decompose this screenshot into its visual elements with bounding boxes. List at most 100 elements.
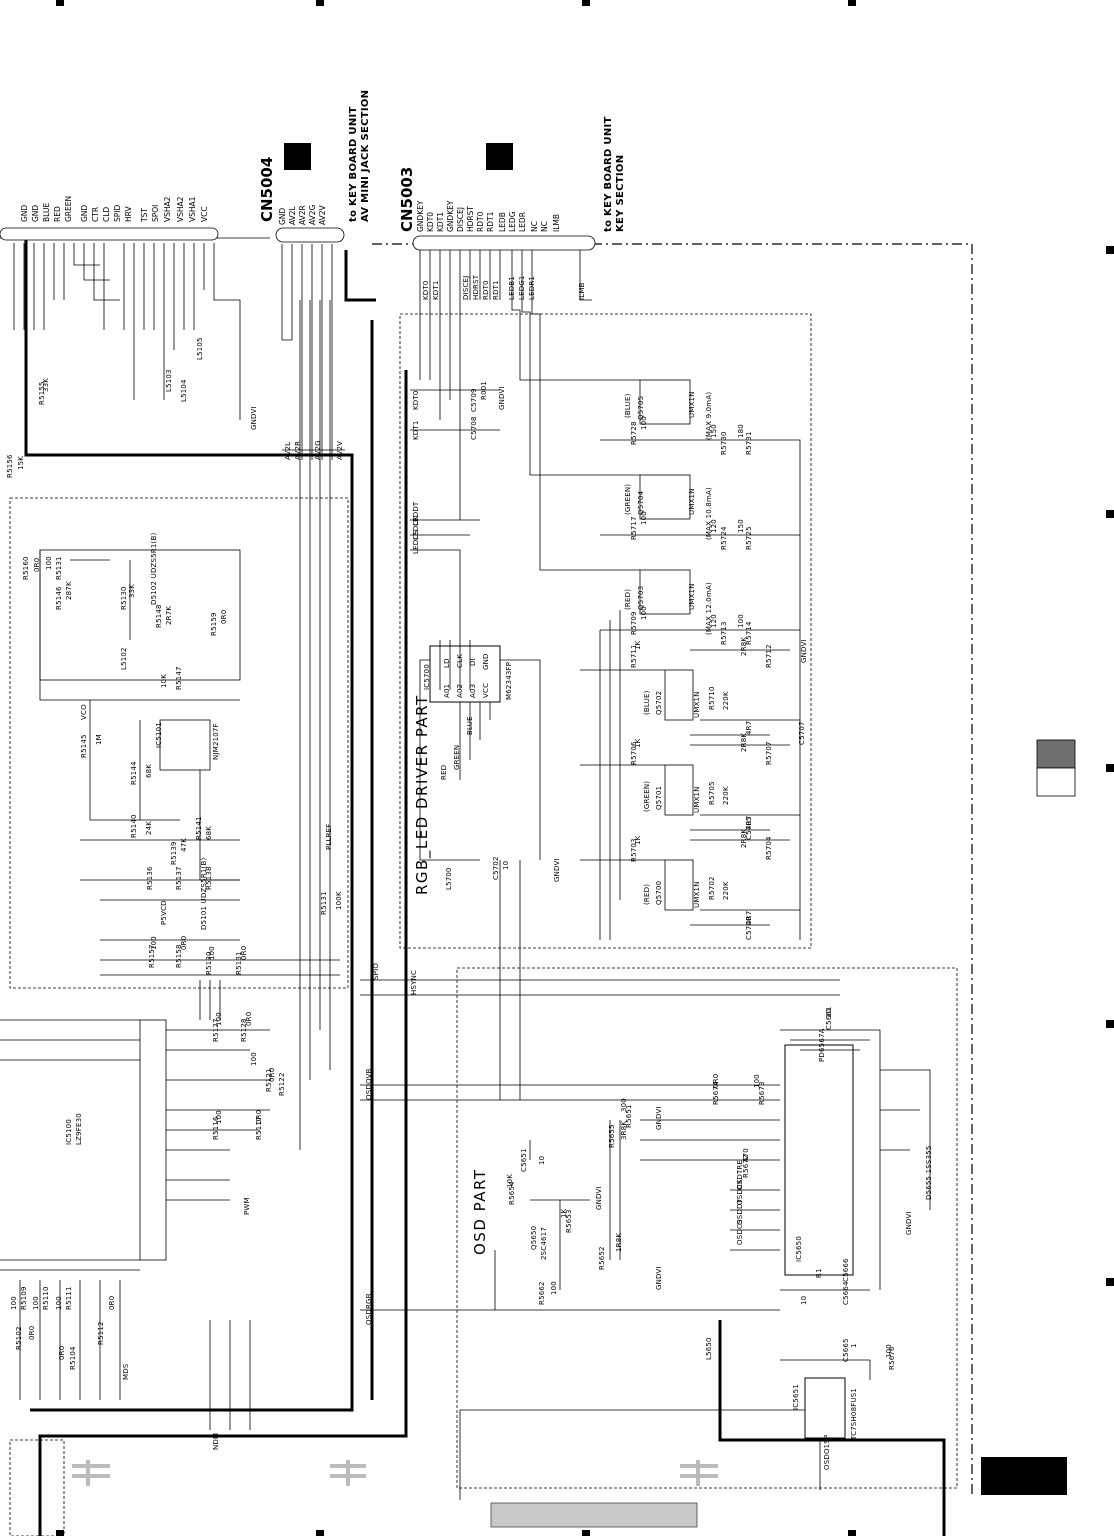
inductor-label: L5102 — [120, 647, 128, 670]
ic5700-pin: CLK — [456, 654, 464, 668]
osd-net-label: OSDO1SP — [823, 1434, 831, 1470]
capacitor-value: 10 — [825, 1008, 833, 1018]
net-label: DISCEJ — [462, 275, 470, 300]
transistor-part: UMX1N — [693, 881, 701, 908]
resistor-ref: R5130 — [120, 586, 128, 610]
resistor-ref: R5112 — [97, 1321, 105, 1345]
ic5100-ref: IC5100 — [65, 1119, 73, 1145]
led-net-label: LEDCS — [412, 529, 420, 554]
resistor-value: 33K — [128, 583, 136, 598]
transistor-ref: Q5702 — [655, 690, 663, 715]
resistor-value: 0R0 — [58, 1345, 66, 1360]
transistor-color: (RED) — [643, 883, 651, 905]
cn5003-pin: LEDR — [518, 212, 527, 232]
cn5004-pin: GND — [278, 207, 287, 225]
rgb-region-border — [399, 313, 812, 949]
transistor-ref: Q5701 — [655, 785, 663, 810]
ic5700-pin: A01 — [443, 683, 451, 698]
bus-line — [24, 238, 354, 1412]
ic5100-part: LZ9FE30 — [75, 1113, 83, 1145]
osd-region-border — [456, 967, 958, 1489]
ic5700-pin: DI — [469, 658, 477, 666]
cn5004-destination-line2: AV MINI JACK SECTION — [360, 89, 371, 222]
resistor-value: 2R8K — [740, 732, 748, 752]
net-label: LEDR1 — [528, 275, 536, 300]
resistor-value: 100K — [335, 891, 343, 910]
resistor-value: 1M — [95, 734, 103, 745]
resistor-value: 100 — [640, 416, 648, 430]
resistor-value: 220K — [722, 691, 730, 710]
resistor-ref: R5662 — [538, 1281, 546, 1305]
resistor-value: 15K — [17, 455, 25, 470]
transistor-part: UMX1N — [688, 488, 696, 515]
top-connector-label: HRV — [124, 206, 133, 222]
ic5101-part: NJM2107F — [212, 723, 220, 760]
ic5650-part: PD6567A — [818, 1028, 826, 1062]
ic5700-pin: A02 — [456, 683, 464, 698]
resistor-value: 220K — [722, 881, 730, 900]
transistor-ref: Q5650 — [530, 1225, 538, 1250]
inductor-label: L5700 — [445, 867, 453, 890]
resistor-value: 2R7K — [165, 605, 173, 625]
resistor-ref: R5709 — [630, 611, 638, 635]
resistor-value: 300 — [620, 1098, 628, 1112]
screw-glyph — [330, 1460, 366, 1486]
cn5003-pin: HDRST — [466, 206, 475, 232]
resistor-value: 1K — [634, 640, 642, 650]
color-net-label: RED — [440, 764, 448, 780]
cn5003-pin: NC — [540, 221, 549, 232]
cn5003-pin: LEDG — [508, 211, 517, 232]
transistor-color: (GREEN) — [624, 483, 632, 515]
capacitor-value: 1 — [850, 1343, 858, 1348]
resistor-value: 100 — [215, 1012, 223, 1026]
osd-net-label: SPIO — [372, 962, 380, 980]
cn5003-pin: ILMB — [552, 213, 561, 232]
unit-boundary — [372, 243, 973, 1495]
cn5003-pin: DISCEJ — [456, 207, 465, 232]
resistor-value: 0R0 — [108, 1295, 116, 1310]
cn5003-destination-line2: KEY SECTION — [615, 154, 626, 232]
resistor-ref: R5141 — [195, 816, 203, 840]
capacitor-ref: C5651 — [520, 1148, 528, 1172]
resistor-value: 0R0 — [220, 609, 228, 624]
resistor-ref: R5156 — [6, 454, 14, 478]
resistor-value: 24K — [145, 820, 153, 835]
resistor-ref: R5717 — [630, 516, 638, 540]
ground-label: GNDVI — [655, 1106, 663, 1130]
resistor-ref: R5110 — [42, 1286, 50, 1310]
ic5650-ref: IC5650 — [795, 1236, 803, 1262]
resistor-value: 0R0 — [712, 1073, 720, 1088]
resistor-ref: R5131 — [55, 556, 63, 580]
resistor-ref: R5131 — [320, 891, 328, 915]
resistor-value: 100 — [55, 1296, 63, 1310]
transistor-part: 2SC4617 — [540, 1227, 548, 1260]
resistor-ref: R5137 — [175, 866, 183, 890]
net-label: ILMB — [578, 282, 586, 300]
capacitor-value: R001 — [480, 380, 488, 400]
diode-label: D5102 UDZS5R1(B) — [150, 532, 158, 605]
cn5004-destination-line1: to KEY BOARD UNIT — [348, 106, 359, 222]
resistor-value: 1K — [634, 835, 642, 845]
inductor-label: L5650 — [705, 1337, 713, 1360]
osd-net-label: NDM — [212, 1432, 220, 1450]
resistor-value: 0R0 — [180, 935, 188, 950]
resistor-value: 100 — [640, 606, 648, 620]
key-net-label: KDT1 — [412, 420, 420, 440]
cn5004-pin: AV2L — [288, 206, 297, 225]
resistor-value: 1K — [634, 738, 642, 748]
ground-label: GNDVI — [800, 639, 808, 663]
screw-glyph — [72, 1460, 110, 1486]
net-label: AV2L — [284, 441, 292, 460]
net-label: AV2R — [294, 440, 302, 460]
resistor-ref: R5725 — [745, 526, 753, 550]
top-connector-label: BLUE — [42, 202, 51, 222]
cn5004-pin: AV2R — [298, 205, 307, 225]
top-connector-label: RED — [53, 206, 62, 222]
capacitor-value: 10 — [800, 1295, 808, 1305]
resistor-value: 100 — [550, 1281, 558, 1295]
resistor-ref: R5109 — [20, 1286, 28, 1310]
top-connector-label: SPID — [113, 204, 122, 222]
color-net-label: GREEN — [453, 744, 461, 770]
top-connector-label: VSHA2 — [176, 196, 185, 222]
inductor-label: L5105 — [196, 337, 204, 360]
